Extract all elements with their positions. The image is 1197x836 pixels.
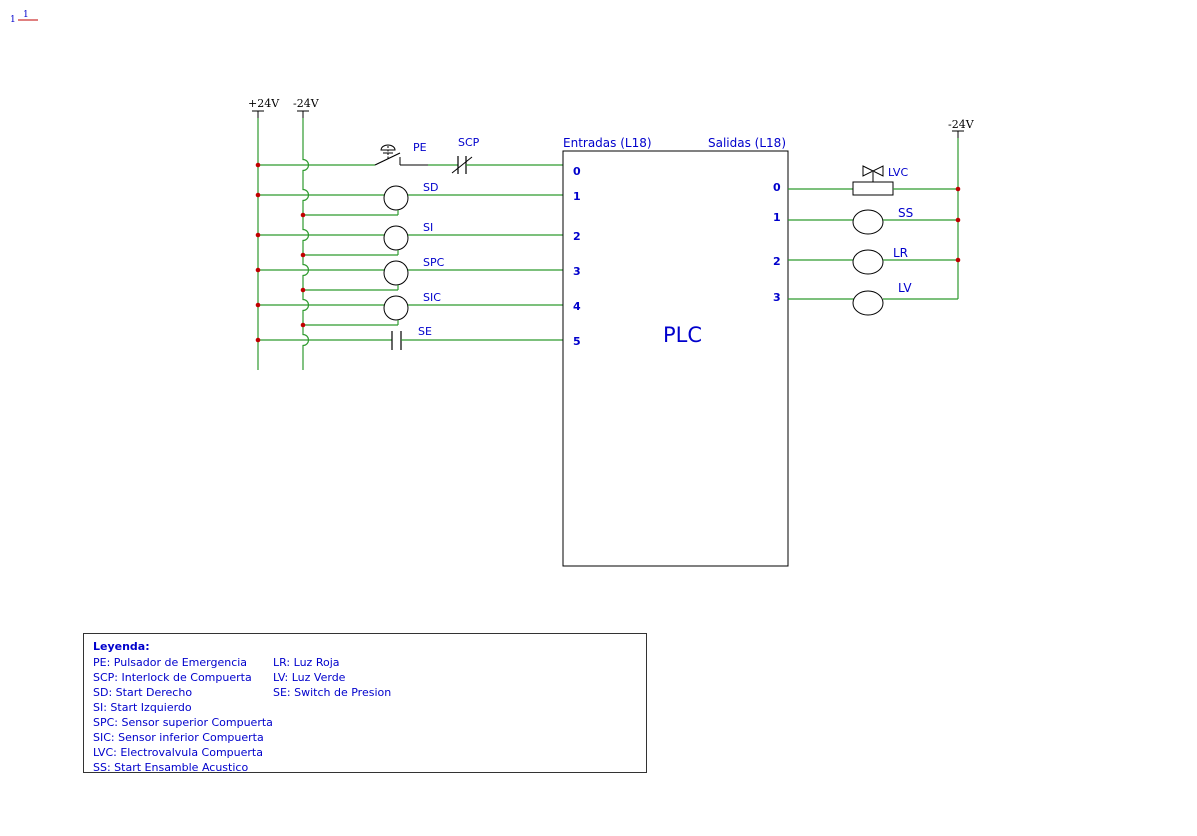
solenoid-valve-icon xyxy=(852,165,894,196)
legend-item: LR: Luz Roja xyxy=(273,656,340,669)
output-pin-0: 0 xyxy=(773,181,781,194)
input-pin-3: 3 xyxy=(573,265,581,278)
lamp-icon xyxy=(852,209,884,235)
rung-input-3: SPC xyxy=(255,256,563,293)
output-pin-3: 3 xyxy=(773,291,781,304)
power-negative-right-label: -24V xyxy=(948,118,975,131)
output-pin-2: 2 xyxy=(773,255,781,268)
power-negative-label: -24V xyxy=(293,97,320,110)
rung-input-1: SD xyxy=(255,181,563,218)
rung-output-3: LV xyxy=(788,281,958,316)
legend-item: SI: Start Izquierdo xyxy=(93,701,192,714)
rung-input-2: SI xyxy=(255,221,563,258)
sensor-icon xyxy=(383,225,409,251)
si-label: SI xyxy=(423,221,433,234)
power-positive-label: +24V xyxy=(248,97,280,110)
ss-label: SS xyxy=(898,206,913,220)
sensor-icon xyxy=(383,260,409,286)
legend-item: SE: Switch de Presion xyxy=(273,686,392,699)
sheet-number: 1 xyxy=(10,15,16,25)
lamp-icon xyxy=(852,290,884,316)
input-pin-2: 2 xyxy=(573,230,581,243)
scp-label: SCP xyxy=(458,136,480,149)
lamp-icon xyxy=(852,249,884,275)
input-pin-4: 4 xyxy=(573,300,581,313)
lv-label: LV xyxy=(898,281,912,295)
legend-item: SD: Start Derecho xyxy=(93,686,193,699)
sensor-icon xyxy=(383,295,409,321)
input-pin-1: 1 xyxy=(573,190,581,203)
plc-inputs-title: Entradas (L18) xyxy=(563,136,652,150)
rung-input-4: SIC xyxy=(255,291,563,328)
output-pin-1: 1 xyxy=(773,211,781,224)
legend-item: SCP: Interlock de Compuerta xyxy=(93,671,252,684)
spc-label: SPC xyxy=(423,256,445,269)
plc-outputs-title: Salidas (L18) xyxy=(708,136,786,150)
power-rail-positive: +24V xyxy=(248,97,280,370)
sheet-label: 1 xyxy=(23,10,29,20)
lvc-label: LVC xyxy=(888,166,908,179)
legend-item: SIC: Sensor inferior Compuerta xyxy=(93,731,264,744)
legend-item: SS: Start Ensamble Acustico xyxy=(93,761,249,774)
sd-label: SD xyxy=(423,181,438,194)
legend-column-2: LR: Luz Roja LV: Luz Verde SE: Switch de… xyxy=(273,655,391,700)
rung-input-5: SE xyxy=(255,325,563,350)
legend-item: LV: Luz Verde xyxy=(273,671,346,684)
input-pin-0: 0 xyxy=(573,165,581,178)
plc-block: Entradas (L18) Salidas (L18) PLC 0 1 2 3… xyxy=(562,136,789,567)
pe-label: PE xyxy=(413,141,427,154)
rung-output-2: LR xyxy=(788,246,961,275)
legend-column-1: PE: Pulsador de Emergencia SCP: Interloc… xyxy=(93,655,273,775)
emergency-pushbutton-icon xyxy=(374,144,428,166)
legend-item: PE: Pulsador de Emergencia xyxy=(93,656,248,669)
legend-item: SPC: Sensor superior Compuerta xyxy=(93,716,273,729)
legend-item: LVC: Electrovalvula Compuerta xyxy=(93,746,263,759)
power-rail-negative-right: -24V xyxy=(948,118,975,299)
rung-input-0: PE SCP xyxy=(255,136,563,174)
se-label: SE xyxy=(418,325,432,338)
legend-box: Leyenda: PE: Pulsador de Emergencia SCP:… xyxy=(83,633,647,775)
lr-label: LR xyxy=(893,246,908,260)
junction-dot xyxy=(255,162,261,168)
sensor-icon xyxy=(383,185,409,211)
rung-output-1: SS xyxy=(788,206,961,235)
power-rail-negative: -24V xyxy=(293,97,320,370)
plc-name: PLC xyxy=(663,323,702,347)
rung-output-0: LVC xyxy=(788,165,961,196)
input-pin-5: 5 xyxy=(573,335,581,348)
sic-label: SIC xyxy=(423,291,441,304)
no-contact-icon xyxy=(391,331,402,350)
legend-title: Leyenda: xyxy=(93,640,150,653)
